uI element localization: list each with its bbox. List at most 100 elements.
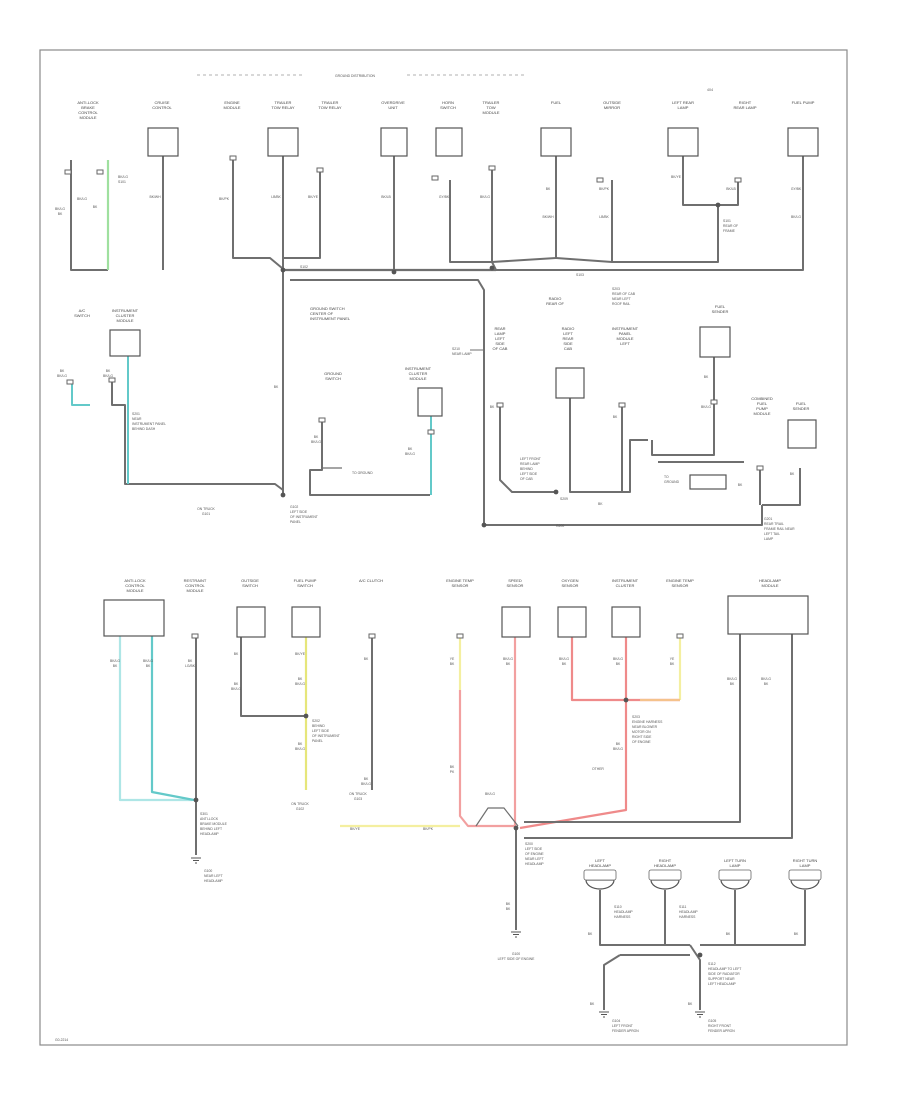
ground-label: ON TRUCK [197,507,215,511]
splice-label: REAR OF [723,224,738,228]
bottom-connector-box [611,606,641,638]
wire-code-label: BK/LG [103,374,113,378]
middle-component-label: PUMP [756,406,768,411]
wire-code-label: LB/BK [271,195,281,199]
top-pin [596,177,604,183]
splice-label: OF CAB [520,477,533,481]
wire-code-label: BK/LG [761,677,771,681]
wire-code-label: BK [298,742,303,746]
splice-label: LEFT HEADLAMP [708,982,737,986]
wire-code-label: BK [146,664,151,668]
middle-component-label: LEFT [563,331,573,336]
lamp-icon [650,879,680,890]
middle-component-label: RADIO [562,326,575,331]
wire-code-label: BK [616,742,621,746]
ground-symbol-icon [695,1011,705,1018]
wire-bot-headlamp-b [524,634,793,839]
ground-label: FENDER APRON [612,1029,639,1033]
middle-component-label: LEFT [620,341,630,346]
lamp-label: HEADLAMP [589,863,611,868]
bottom-connector-box [557,606,587,638]
header-label: GROUND DISTRIBUTION [335,74,375,78]
wire-code-label: BK/PK [599,187,610,191]
wire-code-label: BK/LG [295,682,305,686]
top-component-label: TRAILER [483,100,500,105]
bottom-component-label: MODULE [126,588,143,593]
ground-label: ON TRUCK [291,802,309,806]
splice-label: HARNESS [614,915,631,919]
wire-mid-cluster [111,382,284,491]
lamp-housing [648,869,682,881]
splice-label: ENGINE HARNESS [632,720,663,724]
wire-code-label: BK/LG [55,207,65,211]
top-connector-box [787,127,819,157]
wire-code-label: BK [616,662,621,666]
wire-code-label: BK/LG [613,657,623,661]
top-connector-box [667,127,699,157]
splice-label: OF ENGINE [632,740,651,744]
splice-dot-icon [481,522,487,528]
lamp-label: LEFT [595,858,605,863]
top-component-label: REAR LAMP [733,105,756,110]
top-component-label: TOW RELAY [318,105,342,110]
wire-code-label: BK/YE [295,652,306,656]
wire-mid-radio [569,398,648,493]
wire-code-label: BK/PK [423,827,434,831]
wire-code-label: BK [188,659,193,663]
wire-code-label: BK/PK [219,197,230,201]
bottom-component-label: A/C CLUTCH [359,578,383,583]
wire-code-label: BK/LG [791,215,801,219]
note-label: TO [664,475,669,479]
wire-code-label: BK/LG [295,747,305,751]
splice-dot-icon [489,265,495,271]
top-component-label: TOW [486,105,495,110]
lamp-label: RIGHT TURN [793,858,818,863]
middle-connector-box [787,419,817,449]
bottom-connector-box [236,606,266,638]
lamp-housing [788,869,822,881]
middle-component-label: INSTRUMENT PANEL [310,316,351,321]
ground-label: FENDER APRON [708,1029,735,1033]
middle-component-label: GROUND SWITCH [310,306,345,311]
wire-lamp-lh [599,890,690,946]
splice-label: BEHIND [520,467,533,471]
wire-code-label: BK [298,677,303,681]
wire-code-label: BK [598,502,603,506]
top-component-label: CONTROL [78,110,98,115]
splice-label: HEADLAMP TO LEFT [708,967,741,971]
wire-top-rearlamp-bus [612,205,719,263]
splice-label: NEAR BLOWER [632,725,658,729]
splice-label: OF ENGINE [525,852,544,856]
splice-label: ANTI-LOCK [200,817,219,821]
wire-code-label: BK [688,1002,693,1006]
note-label: OTHER [592,767,604,771]
middle-component-label: REAR OF [546,301,564,306]
wire-code-label: BK [704,375,709,379]
lamp-icon [585,879,615,890]
ground-label: G102 [290,505,298,509]
splice-label: BRAKE MODULE [200,822,228,826]
wire-code-label: BK [613,415,618,419]
wire-bot-engtemp-p [458,690,515,828]
ground-label: G100 [204,869,212,873]
bottom-pin [191,633,199,639]
splice-dot-icon [303,713,309,719]
top-component-label: FUEL [551,100,562,105]
ground-label: G100 [512,952,520,956]
bottom-component-label: INSTRUMENT [612,578,639,583]
wire-top-fuel [491,156,557,263]
top-component-label: OVERDRIVE [381,100,405,105]
bottom-connector-box [501,606,531,638]
wire-code-label: BK [764,682,769,686]
top-pin [229,155,237,161]
top-component-label: MODULE [79,115,96,120]
top-component-label: LAMP [678,105,689,110]
lamp-label: LAMP [800,863,811,868]
splice-label: ROOF RAIL [612,302,630,306]
splice-label: S200 [525,842,533,846]
connector-pin-icon [710,399,718,405]
wire-code-label: BK [364,657,369,661]
wire-code-label: BK [726,932,731,936]
connector-pin-icon [427,429,435,435]
wire-code-label: BK/YE [671,175,682,179]
